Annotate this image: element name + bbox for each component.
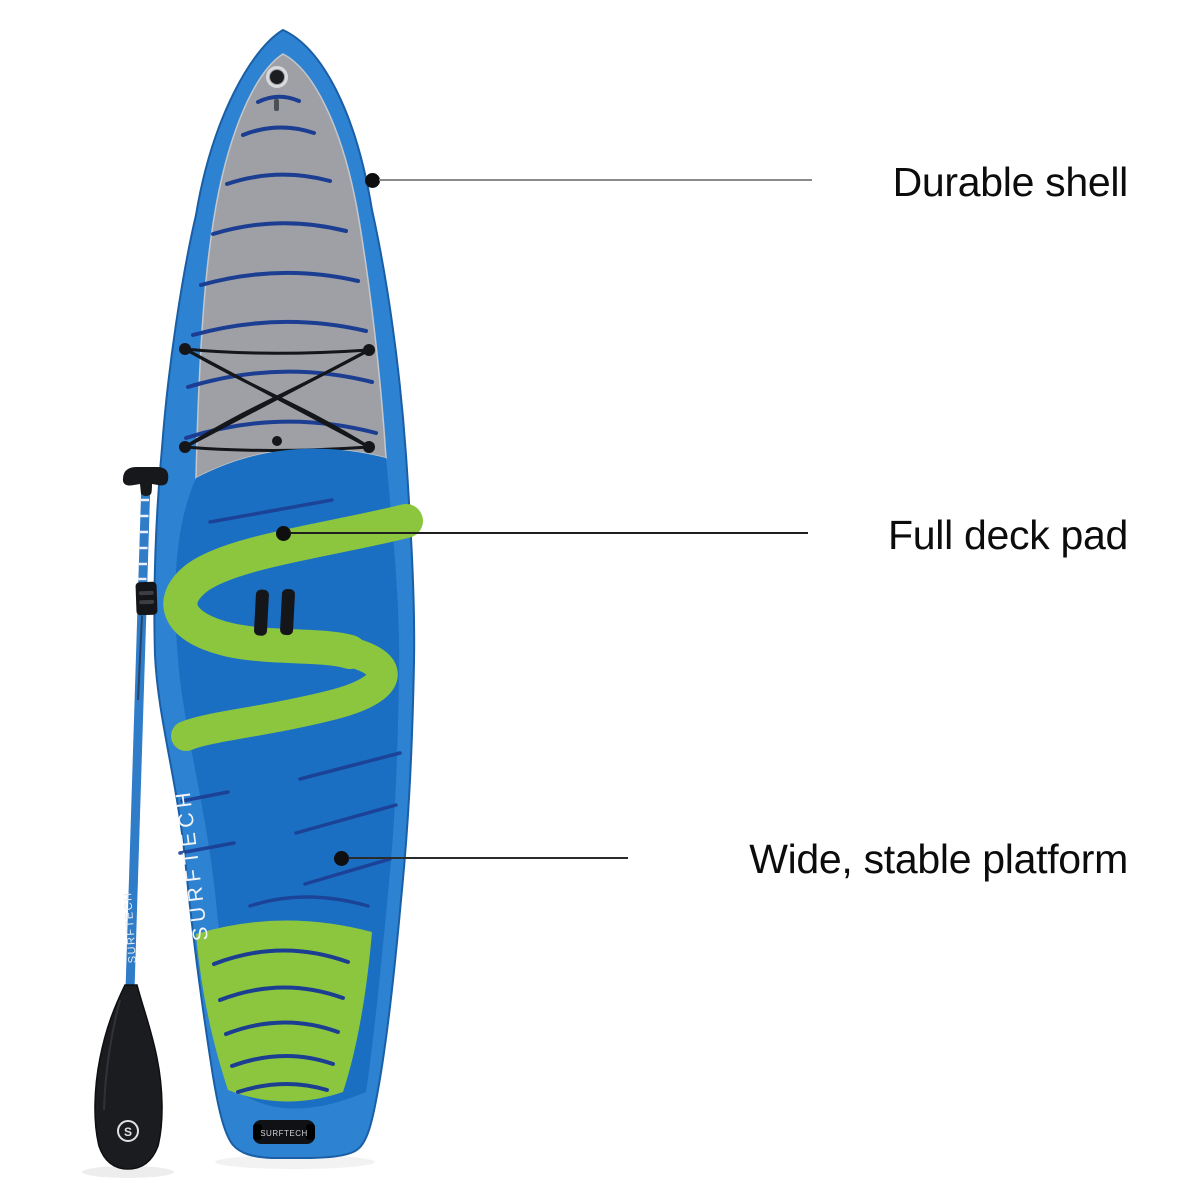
shaft-seam — [137, 615, 143, 701]
durable-shell-leader-line — [379, 179, 812, 181]
full-deck-pad-leader-line — [291, 532, 808, 534]
tail-badge: SURFTECH — [253, 1120, 315, 1144]
tail-pad — [196, 920, 372, 1102]
nose-marking — [274, 99, 279, 111]
nose-pad-grooves — [184, 94, 378, 440]
callout-full-deck-pad: Full deck pad — [888, 512, 1128, 558]
bungee-anchors — [179, 343, 375, 453]
deck-plug — [272, 436, 282, 446]
surftech-s-logo — [163, 504, 423, 751]
tail-badge-text: SURFTECH — [260, 1129, 308, 1138]
board-shadow — [215, 1155, 375, 1169]
wide-stable-platform-dot — [334, 851, 349, 866]
blade-logo-letter: S — [124, 1125, 132, 1139]
callout-wide-stable-platform: Wide, stable platform — [749, 836, 1128, 882]
paddle-blade — [94, 984, 163, 1170]
shaft-adjustment-marks — [138, 498, 149, 581]
durable-shell-dot — [365, 173, 380, 188]
tail-pad-grooves — [212, 948, 350, 1094]
wide-stable-platform-leader-line — [349, 857, 628, 859]
vent-ring — [266, 66, 288, 88]
paddle-shaft-brand-text: SURFTECH — [122, 891, 139, 964]
paddle-t-grip — [122, 467, 169, 496]
paddle: SURFTECH S — [82, 467, 174, 1178]
callout-durable-shell: Durable shell — [892, 159, 1129, 205]
shaft-clamp — [135, 581, 158, 616]
full-deck-pad-dot — [276, 526, 291, 541]
vent-plug — [270, 70, 284, 84]
blade-logo-ring — [117, 1120, 139, 1142]
blade-highlight — [103, 999, 121, 1111]
paddle-shadow — [82, 1166, 174, 1178]
bungee-cords — [183, 347, 371, 452]
carry-handle — [254, 588, 295, 636]
